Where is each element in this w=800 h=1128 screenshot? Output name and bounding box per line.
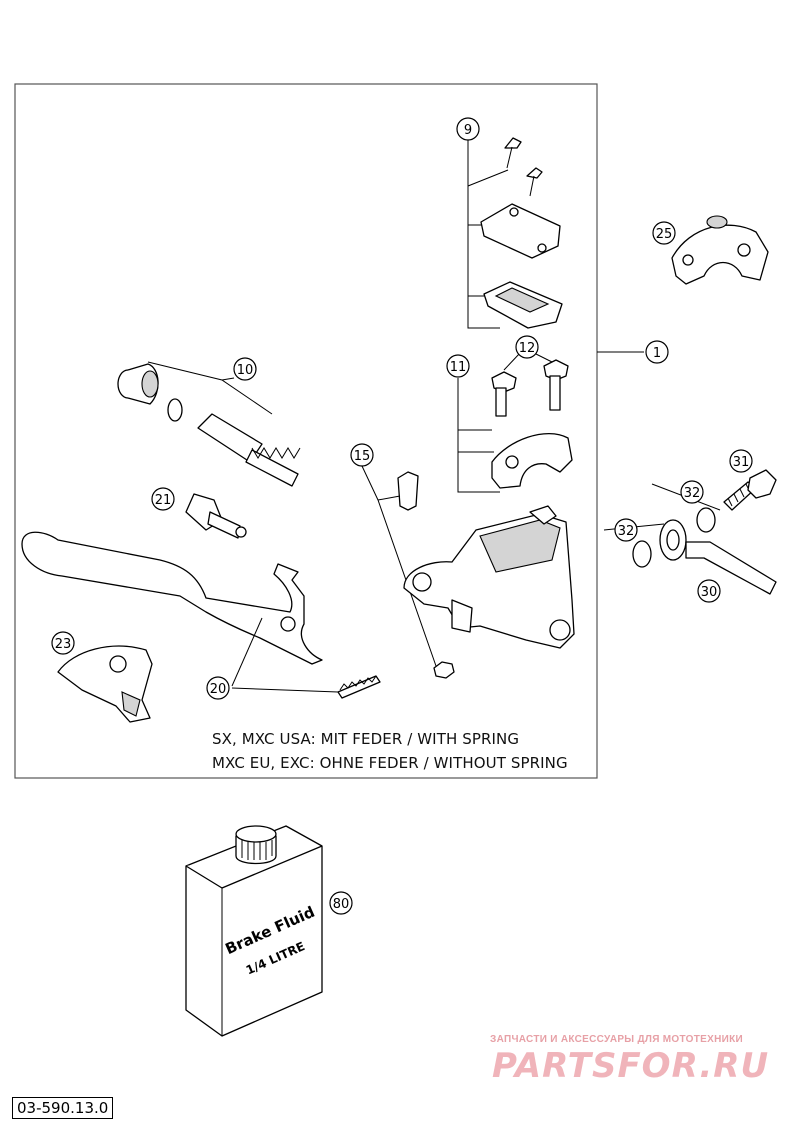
svg-text:15: 15 bbox=[354, 449, 371, 464]
svg-text:30: 30 bbox=[701, 585, 718, 600]
callout-32b: 32 bbox=[614, 518, 638, 542]
svg-text:21: 21 bbox=[155, 493, 172, 508]
callout-21: 21 bbox=[151, 487, 175, 511]
brake-lever-20 bbox=[21, 531, 323, 665]
washer-32a bbox=[696, 507, 716, 533]
brake-hose-30 bbox=[659, 519, 777, 595]
diagram-part-number: 03-590.13.0 bbox=[12, 1097, 114, 1119]
spring-note-line2: MXC EU, EXC: OHNE FEDER / WITHOUT SPRING bbox=[212, 754, 568, 772]
callout-12: 12 bbox=[515, 335, 539, 359]
reservoir-cover-group bbox=[480, 137, 563, 329]
callout-30: 30 bbox=[697, 579, 721, 603]
callout-23: 23 bbox=[51, 631, 75, 655]
pivot-bolt-15 bbox=[397, 471, 455, 679]
piston-kit-10 bbox=[117, 363, 301, 487]
svg-text:9: 9 bbox=[464, 123, 472, 138]
washer-32b bbox=[632, 540, 652, 568]
assembly-frame bbox=[14, 83, 598, 779]
svg-text:25: 25 bbox=[656, 227, 673, 242]
svg-text:20: 20 bbox=[210, 682, 227, 697]
svg-text:32: 32 bbox=[618, 524, 635, 539]
svg-text:80: 80 bbox=[333, 897, 350, 912]
callout-9: 9 bbox=[456, 117, 480, 141]
callout-10: 10 bbox=[233, 357, 257, 381]
callout-15: 15 bbox=[350, 443, 374, 467]
svg-text:12: 12 bbox=[519, 341, 536, 356]
spring-note-line1: SX, MXC USA: MIT FEDER / WITH SPRING bbox=[212, 730, 520, 748]
lever-cover-23 bbox=[57, 645, 153, 723]
svg-text:31: 31 bbox=[733, 455, 750, 470]
svg-text:1: 1 bbox=[653, 346, 661, 361]
svg-text:32: 32 bbox=[684, 486, 701, 501]
handlebar-clamp-25 bbox=[671, 215, 769, 285]
master-cylinder-1 bbox=[403, 505, 575, 649]
callout-31: 31 bbox=[729, 449, 753, 473]
callout-25: 25 bbox=[652, 221, 676, 245]
clamp-bolts-12 bbox=[491, 359, 569, 417]
svg-text:23: 23 bbox=[55, 637, 72, 652]
callout-32a: 32 bbox=[680, 480, 704, 504]
callout-1: 1 bbox=[645, 340, 669, 364]
watermark-logo: PARTSFOR.RU bbox=[492, 1046, 770, 1086]
clamp-half-11 bbox=[491, 433, 573, 489]
brake-fluid-bottle-80: Brake Fluid 1/4 LITRE bbox=[185, 825, 323, 1037]
callout-20: 20 bbox=[206, 676, 230, 700]
callout-80: 80 bbox=[329, 891, 353, 915]
callout-11: 11 bbox=[446, 354, 470, 378]
svg-text:10: 10 bbox=[237, 363, 254, 378]
adjuster-21 bbox=[185, 493, 247, 539]
banjo-bolt-31 bbox=[723, 469, 777, 511]
watermark-tagline: ЗАПЧАСТИ И АКСЕССУАРЫ ДЛЯ МОТОТЕХНИКИ bbox=[490, 1034, 743, 1045]
svg-text:11: 11 bbox=[450, 360, 467, 375]
